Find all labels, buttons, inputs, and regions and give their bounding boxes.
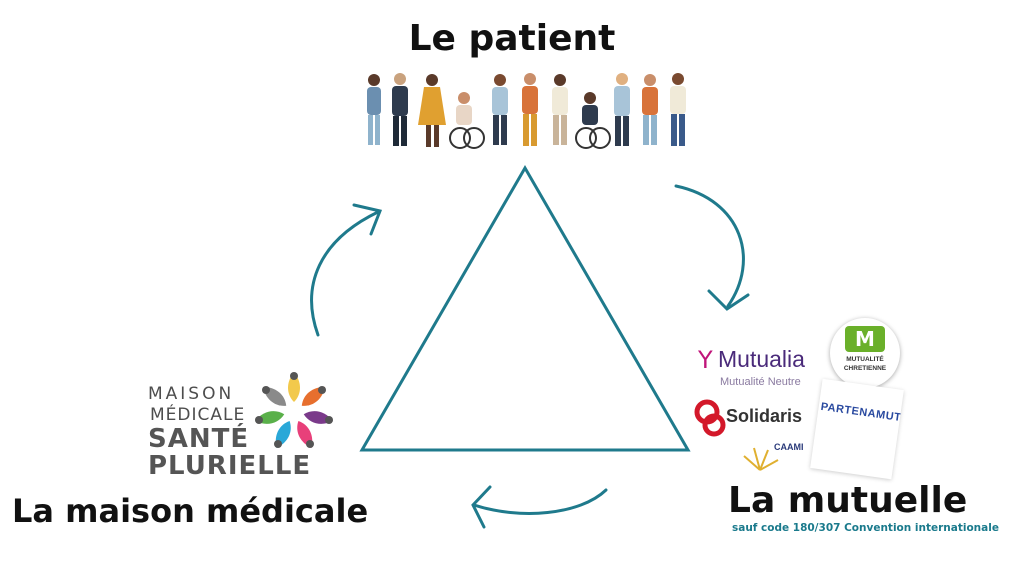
caami-logo: CAAMI xyxy=(740,438,806,476)
logo-petals xyxy=(255,372,333,448)
patient-title: Le patient xyxy=(408,18,616,59)
person-figures xyxy=(367,73,686,149)
caami-icon xyxy=(743,447,779,471)
triangle xyxy=(359,165,691,452)
caami-name: CAAMI xyxy=(774,442,804,452)
mutualia-name: Mutualia xyxy=(718,346,805,372)
mc-icon: M xyxy=(845,326,885,352)
mc-line1: MUTUALITÉ xyxy=(846,356,884,363)
solidaris-name: Solidaris xyxy=(726,406,803,426)
logo-text-maison: MAISON xyxy=(148,384,235,404)
mutualia-logo: Y Mutualia Mutualité Neutre xyxy=(698,344,816,392)
arrow-mutuelle-to-mm xyxy=(471,485,608,529)
mc-line2: CHRETIENNE xyxy=(843,365,887,372)
logo-text-medicale: MÉDICALE xyxy=(150,405,246,425)
mutuelle-note: sauf code 180/307 Convention internation… xyxy=(732,522,999,534)
logo-text-plurielle: PLURIELLE xyxy=(148,451,312,481)
solidaris-icon xyxy=(694,399,726,437)
partenamut-name: PARTENAMUT xyxy=(819,400,902,424)
mutualia-tagline: Mutualité Neutre xyxy=(720,376,801,388)
partenamut-logo: PARTENAMUT xyxy=(810,378,904,480)
solidaris-logo: Solidaris xyxy=(694,398,804,438)
arrow-mm-to-patient xyxy=(310,203,383,337)
people-group-illustration xyxy=(367,73,686,149)
arrow-patient-to-mutuelle xyxy=(674,184,750,311)
mutuelle-title: La mutuelle xyxy=(728,480,968,521)
maison-medicale-logo-mark xyxy=(255,372,333,448)
logo-text-sante: SANTÉ xyxy=(148,424,250,454)
maison-medicale-title: La maison médicale xyxy=(12,492,369,530)
mutualite-chretienne-logo: M MUTUALITÉ CHRETIENNE xyxy=(830,318,900,388)
mutualia-icon: Y xyxy=(698,346,713,374)
